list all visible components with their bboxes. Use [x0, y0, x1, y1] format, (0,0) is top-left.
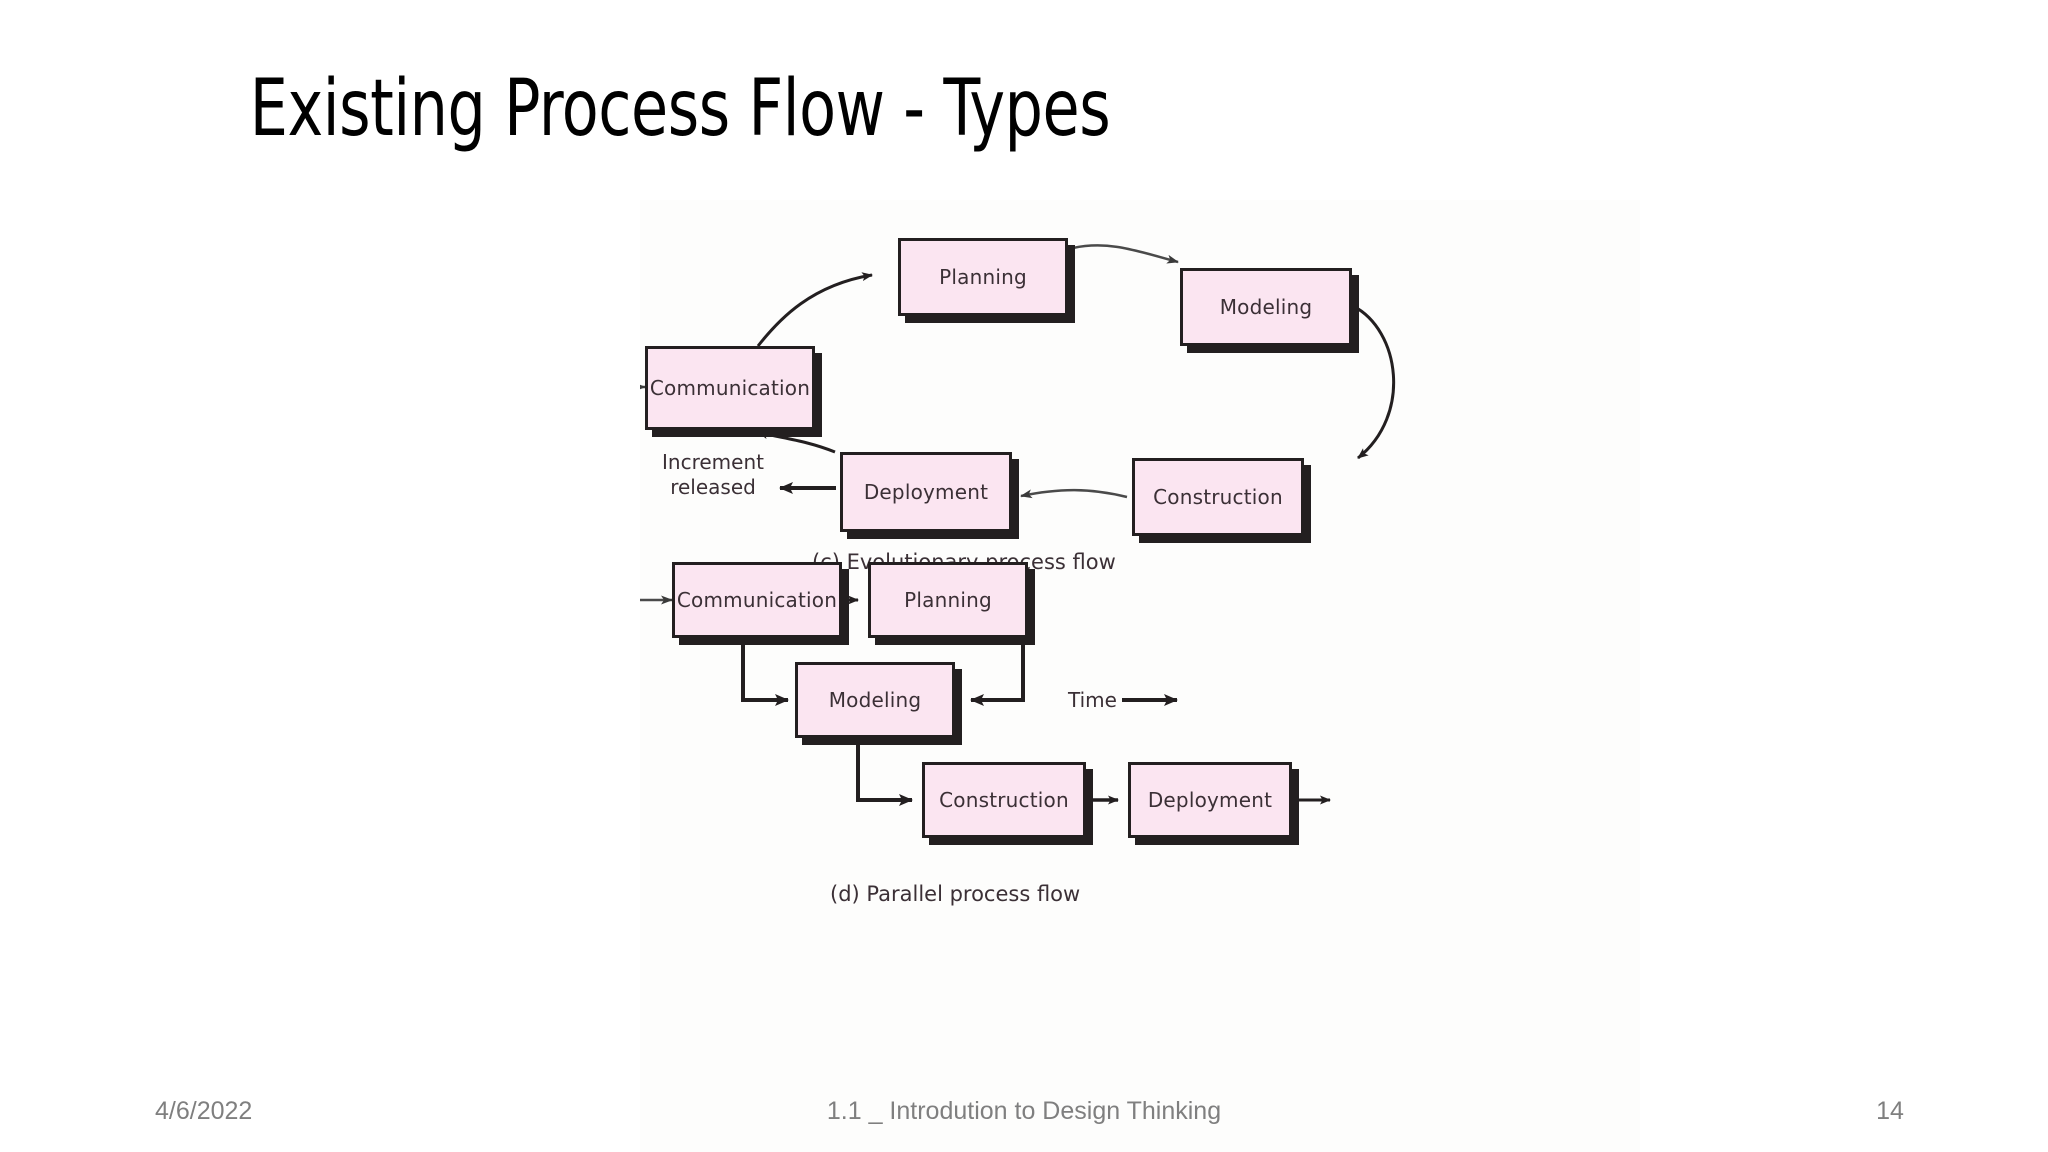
parallel-box-deployment[interactable]: Deployment	[1128, 762, 1292, 838]
time-axis-label: Time	[1068, 688, 1117, 712]
evolutionary-box-construction[interactable]: Construction	[1132, 458, 1304, 536]
increment-released-label: Increment released	[658, 450, 768, 500]
evolutionary-box-communication[interactable]: Communication	[645, 346, 815, 430]
figure-connectors	[640, 244, 1396, 806]
parallel-box-modeling[interactable]: Modeling	[795, 662, 955, 738]
parallel-box-planning[interactable]: Planning	[868, 562, 1028, 638]
evolutionary-box-modeling[interactable]: Modeling	[1180, 268, 1352, 346]
footer-deck-title: 1.1 _ Introdution to Design Thinking	[826, 1097, 1222, 1125]
evolutionary-box-deployment[interactable]: Deployment	[840, 452, 1012, 532]
parallel-flow-caption: (d) Parallel process flow	[830, 882, 1081, 906]
increment-released-line-2: released	[670, 475, 756, 499]
increment-released-line-1: Increment	[662, 450, 764, 474]
slide-title: Existing Process Flow - Types	[249, 64, 1111, 154]
footer-page-number: 14	[1876, 1097, 1904, 1125]
footer-date: 4/6/2022	[155, 1097, 253, 1125]
evolutionary-box-planning[interactable]: Planning	[898, 238, 1068, 316]
parallel-box-communication[interactable]: Communication	[672, 562, 842, 638]
process-flow-figure: Communication Planning Modeling Construc…	[640, 200, 1640, 1152]
parallel-box-construction[interactable]: Construction	[922, 762, 1086, 838]
